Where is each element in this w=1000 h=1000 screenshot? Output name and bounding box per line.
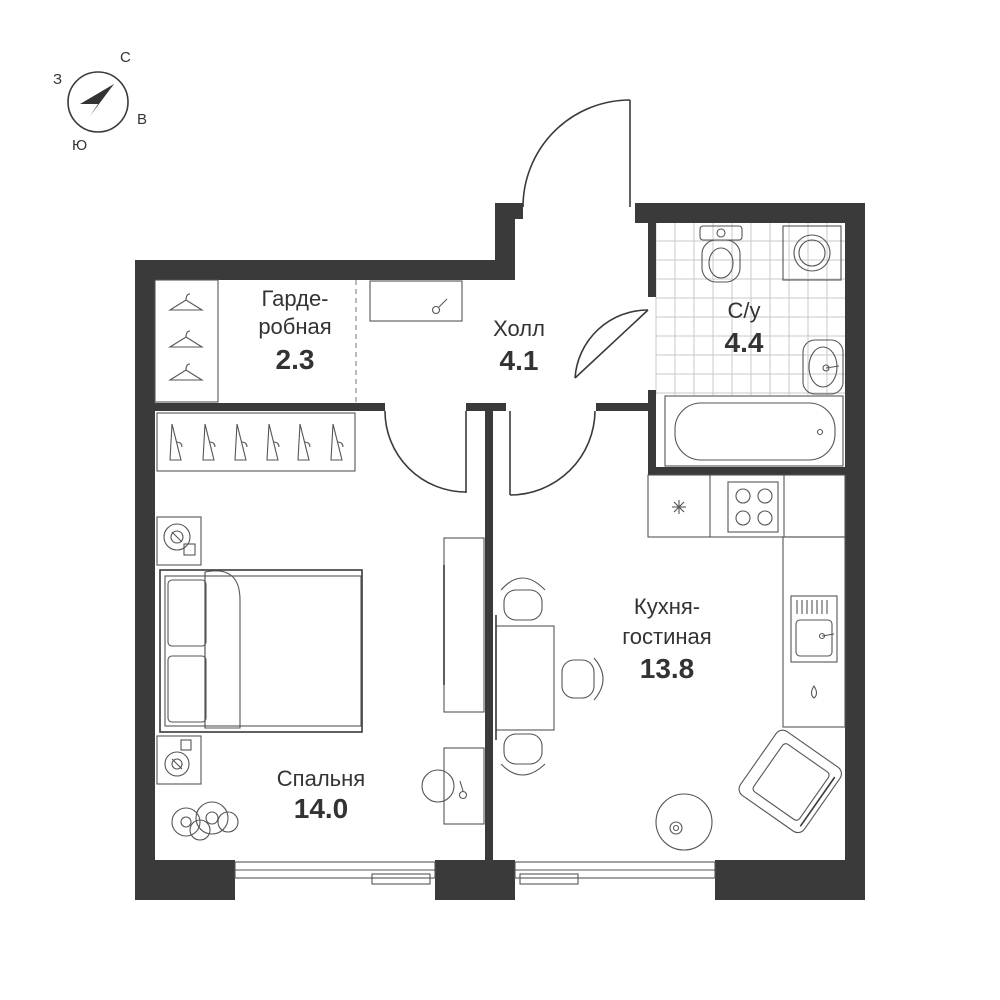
cooktop [727,481,779,533]
wardrobe-name-2: робная [258,314,331,339]
compass-south: Ю [72,137,87,154]
hall-area: 4.1 [500,345,539,376]
chair [561,657,604,701]
compass: С З В Ю [53,49,147,154]
compass-west: З [53,71,62,88]
hanger-hook [175,441,183,448]
dining-table [495,625,555,731]
kitchen-counter [647,474,846,538]
kitchen-name-1: Кухня- [634,594,700,619]
wardrobe-name-1: Гарде- [261,286,328,311]
compass-north: С [120,49,131,66]
hanger-hook [272,441,280,448]
compass-arrow-icon [80,84,114,116]
hanger-icon [168,336,204,348]
desk [443,747,485,825]
compass-ring [67,71,129,133]
bathroom-name: С/у [728,298,761,323]
hanger-hook [185,363,191,371]
kitchen-area: 13.8 [640,653,695,684]
nightstand [156,735,202,785]
kitchen-name-2: гостиная [622,624,711,649]
hanger-hook [185,330,191,338]
sink-icon [802,339,844,395]
pillow [167,579,207,647]
hanger-hook [303,441,311,448]
pillow [167,655,207,723]
wardrobe-area: 2.3 [276,344,315,375]
bathroom-fixtures [664,225,844,467]
lamp-icon [163,523,191,551]
armchair [738,729,842,834]
washing-machine [782,225,842,281]
hanger-hook [240,441,248,448]
tv-stand [443,537,485,713]
hanger-icon [168,299,204,311]
kitchen-cabinet [782,536,846,728]
blanket [204,570,241,729]
hall-console [369,280,463,322]
compass-east: В [137,111,147,128]
plant-icon [171,801,239,841]
bathtub [664,395,844,467]
bed [159,569,363,733]
walls [135,203,865,900]
doors[interactable] [384,99,649,496]
hanger-icon [168,369,204,381]
bedroom-area: 14.0 [294,793,349,824]
bathroom-tiles [655,221,847,395]
fan-icon [672,500,686,514]
toilet-icon [701,239,741,283]
bedroom-furniture [156,412,485,841]
windows [234,861,716,885]
bedroom-closet [156,412,356,472]
chair [500,733,546,776]
bathroom-area: 4.4 [725,327,764,358]
nightstand [156,516,202,566]
desk-chair [421,769,455,803]
wardrobe-room [154,279,463,403]
room-labels: Гарде- робная 2.3 Холл 4.1 С/у 4.4 Кухня… [258,286,764,824]
lamp-icon [164,751,190,777]
water-drop-icon [810,684,818,699]
bedroom-name: Спальня [277,766,365,791]
chair [500,577,546,621]
hanger-hook [185,293,191,301]
hanger-hook [336,441,344,448]
coffee-table [655,793,713,851]
kitchen-furniture [495,474,846,851]
hanger-hook [208,441,216,448]
kitchen-sink [790,595,838,663]
hall-name: Холл [493,316,545,341]
hanger-icons [168,293,204,381]
